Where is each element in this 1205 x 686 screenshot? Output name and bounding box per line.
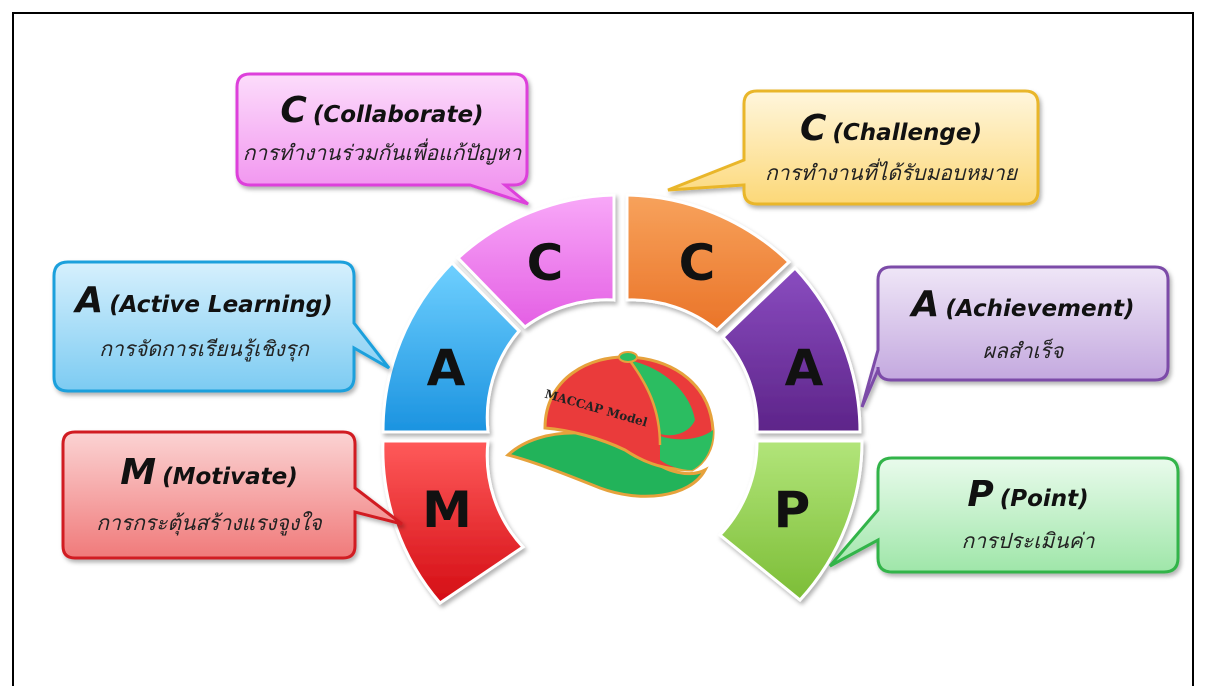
bubble-m-desc: การกระตุ้นสร้างแรงจูงใจ bbox=[96, 511, 323, 536]
bubble-a-left-name: (Active Learning) bbox=[109, 292, 332, 318]
bubble-p-desc: การประเมินค่า bbox=[962, 529, 1096, 553]
bubble-m-title: M(Motivate) bbox=[120, 452, 298, 493]
cap-crown-green-side bbox=[660, 430, 713, 470]
bubble-a-right bbox=[860, 265, 1170, 408]
bubble-p-name: (Point) bbox=[1000, 486, 1089, 512]
bubble-c-right-name: (Challenge) bbox=[832, 120, 982, 146]
bubble-m-letter: M bbox=[120, 452, 156, 493]
bubble-c-right bbox=[667, 89, 1040, 206]
segment-letter-p: P bbox=[774, 481, 811, 539]
segment-p bbox=[717, 439, 864, 603]
segment-a-left bbox=[381, 260, 522, 434]
bubble-a-left-letter: A bbox=[72, 280, 103, 321]
bubble-c-left-title: C(Collaborate) bbox=[280, 90, 483, 131]
bubble-a-left-desc: การจัดการเรียนรู้เชิงรุก bbox=[99, 337, 310, 362]
segment-a-right bbox=[720, 265, 862, 434]
cap-button bbox=[618, 351, 638, 363]
segment-letter-a-left: A bbox=[427, 339, 466, 397]
segment-letter-c-left: C bbox=[527, 234, 564, 292]
page-border bbox=[12, 12, 1194, 686]
bubble-a-left-title: A(Active Learning) bbox=[72, 280, 332, 321]
bubble-c-left bbox=[235, 72, 529, 206]
segment-letter-a-right: A bbox=[785, 339, 824, 397]
cap-seam bbox=[626, 357, 662, 446]
cap-crown-green-panel bbox=[628, 360, 695, 436]
bubble-c-left-letter: C bbox=[280, 90, 307, 131]
bubble-c-right-desc: การทำงานที่ได้รับมอบหมาย bbox=[765, 158, 1019, 185]
segment-letters: M A C C A P bbox=[422, 234, 824, 539]
bubble-p-letter: P bbox=[967, 474, 993, 515]
bubble-m-name: (Motivate) bbox=[162, 464, 298, 490]
bubble-a-right-letter: A bbox=[908, 284, 939, 325]
bubble-a-right-desc: ผลสำเร็จ bbox=[983, 338, 1065, 363]
bubble-p-title: P (Point) bbox=[967, 474, 1088, 515]
cap-illustration: MACCAP Model bbox=[504, 351, 715, 498]
bubble-c-left-name: (Collaborate) bbox=[313, 102, 484, 128]
segment-c-right bbox=[625, 193, 792, 332]
bubble-c-left-desc: การทำงานร่วมกันเพื่อแก้ปัญหา bbox=[243, 138, 523, 165]
bubble-m bbox=[61, 430, 403, 560]
ring-segments bbox=[381, 193, 864, 605]
segment-m bbox=[381, 439, 526, 605]
bubble-a-left bbox=[52, 260, 391, 393]
bubble-c-right-title: C(Challenge) bbox=[800, 108, 982, 149]
segment-c-left bbox=[455, 193, 616, 329]
bubble-a-right-name: (Achievement) bbox=[945, 296, 1134, 322]
segment-letter-m: M bbox=[422, 481, 472, 539]
bubble-c-right-letter: C bbox=[800, 108, 827, 149]
segment-letter-c-right: C bbox=[679, 234, 716, 292]
bubble-p bbox=[828, 456, 1180, 574]
bubble-a-right-title: A(Achievement) bbox=[908, 284, 1134, 325]
